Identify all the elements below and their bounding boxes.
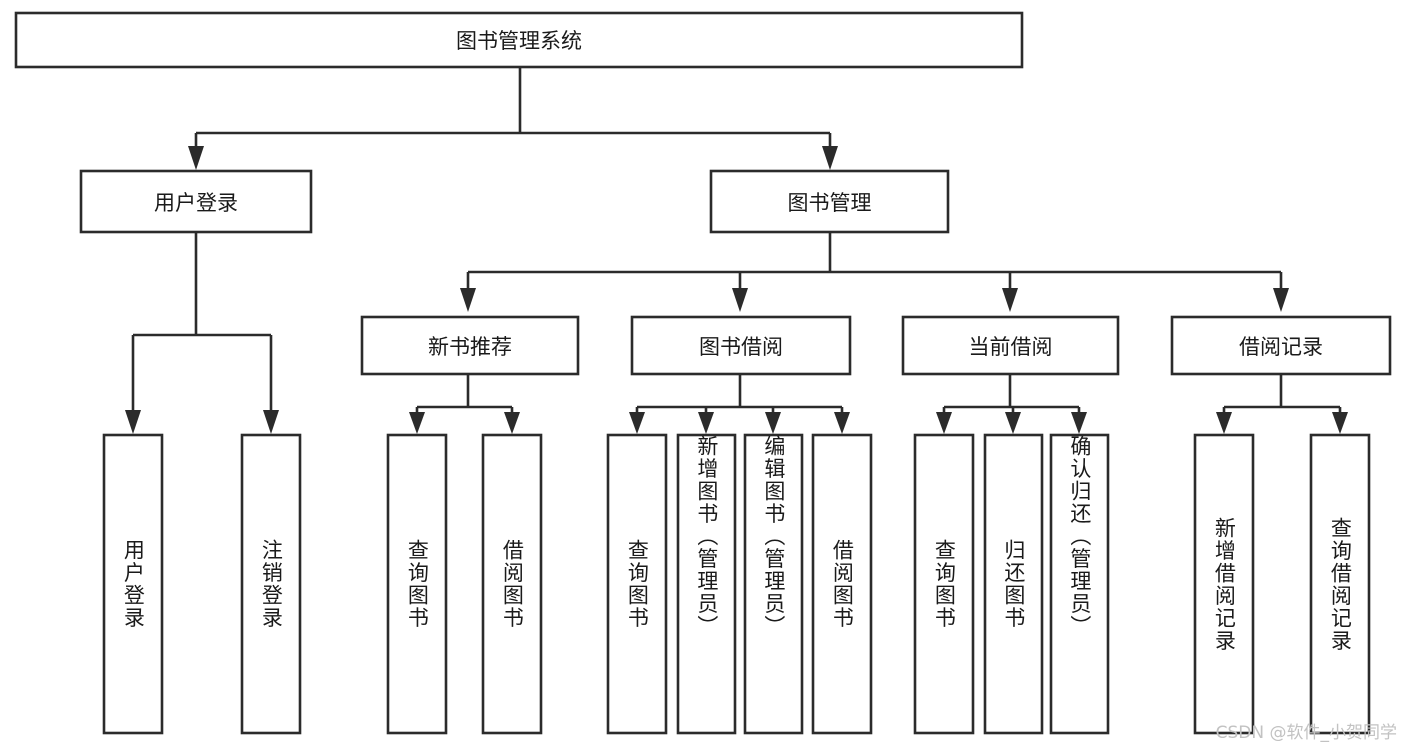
node-box-user-login[interactable] [79, 169, 313, 234]
arrow-head-br-leaf-2 [1332, 412, 1348, 434]
node-box-new-book-rec[interactable] [360, 315, 580, 376]
node-box-book-manage[interactable] [709, 169, 950, 234]
node-box-leaf-query-book-c[interactable] [913, 433, 975, 735]
arrow-head-bb-leaf-2 [698, 412, 714, 434]
arrow-head-bb-leaf-1 [629, 412, 645, 434]
connector-group-root [188, 67, 838, 170]
arrow-head-newbookrec [460, 288, 476, 312]
node-box-current-borrow[interactable] [901, 315, 1120, 376]
arrow-head-br-leaf-1 [1216, 412, 1232, 434]
arrow-head-bb-leaf-3 [765, 412, 781, 434]
arrow-head-leaf-logout [263, 410, 279, 434]
arrow-head-bookmanage [822, 146, 838, 170]
arrow-head-cb-leaf-1 [936, 412, 952, 434]
arrow-head-bookborrow [732, 288, 748, 312]
node-box-book-borrow[interactable] [630, 315, 852, 376]
node-box-leaf-borrow-book-b[interactable] [811, 433, 873, 735]
node-box-leaf-logout[interactable] [240, 433, 302, 735]
node-box-leaf-borrow-book-a[interactable] [481, 433, 543, 735]
node-box-leaf-user-login[interactable] [102, 433, 164, 735]
node-box-leaf-query-book-b[interactable] [606, 433, 668, 735]
arrow-head-userlogin [188, 146, 204, 170]
connector-group-newbookrec [409, 374, 520, 434]
arrow-head-nbr-leaf-2 [504, 412, 520, 434]
arrow-head-nbr-leaf-1 [409, 412, 425, 434]
arrow-head-borrowrecord [1273, 288, 1289, 312]
connector-group-borrowrecord [1216, 374, 1348, 434]
node-box-leaf-add-record[interactable] [1193, 433, 1255, 735]
node-box-borrow-record[interactable] [1170, 315, 1392, 376]
arrow-head-cb-leaf-3 [1071, 412, 1087, 434]
connector-group-userlogin [125, 232, 279, 434]
arrow-head-bb-leaf-4 [834, 412, 850, 434]
node-box-leaf-confirm-return[interactable] [1049, 433, 1110, 735]
node-box-leaf-add-book[interactable] [676, 433, 737, 735]
node-box-leaf-query-book-a[interactable] [386, 433, 448, 735]
connector-group-currentborrow [936, 374, 1087, 434]
connector-group-bookborrow [629, 374, 850, 434]
arrow-head-currentborrow [1002, 288, 1018, 312]
node-box-root[interactable] [14, 11, 1024, 69]
arrow-head-cb-leaf-2 [1005, 412, 1021, 434]
arrow-head-leaf-user-login [125, 410, 141, 434]
node-box-leaf-edit-book[interactable] [743, 433, 804, 735]
node-box-leaf-return-book[interactable] [983, 433, 1044, 735]
connector-group-bookmanage [460, 232, 1289, 312]
node-box-leaf-query-record[interactable] [1309, 433, 1371, 735]
